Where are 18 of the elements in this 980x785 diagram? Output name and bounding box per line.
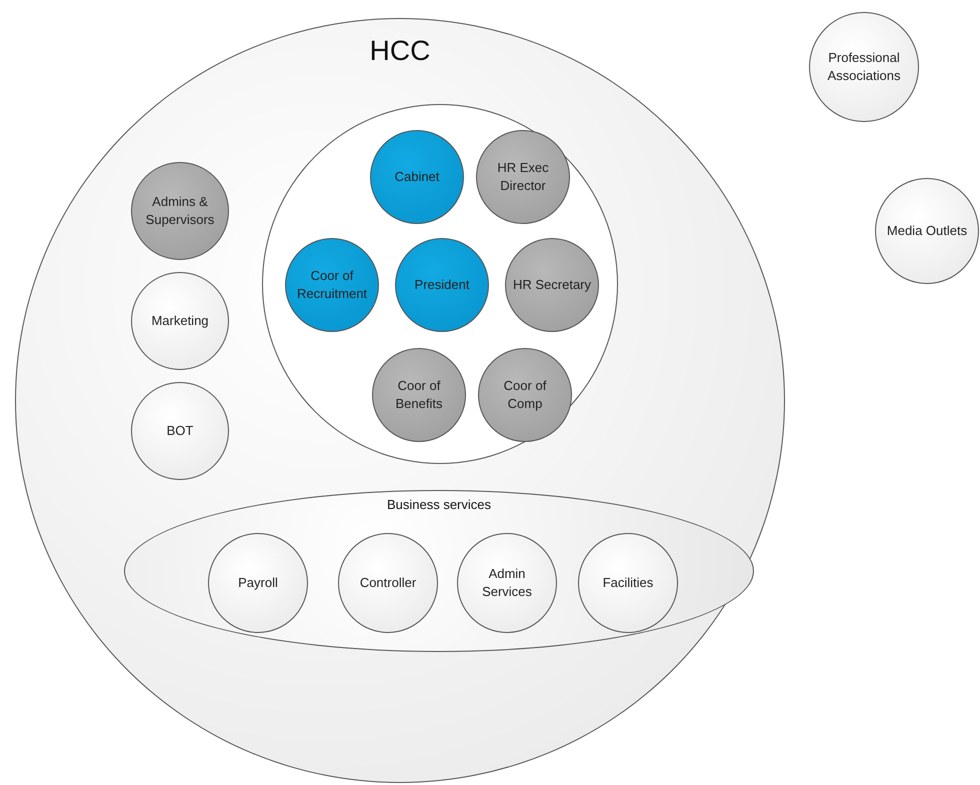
node-label: Controller (358, 574, 418, 592)
node-label: HR Exec Director (496, 159, 550, 195)
node-label: Professional Associations (826, 49, 902, 85)
node-label: Admins & Supervisors (144, 193, 216, 229)
node-label: President (414, 276, 470, 294)
node-label: Marketing (150, 312, 210, 330)
node-label: BOT (166, 422, 194, 440)
node-label: Coor of Benefits (394, 377, 444, 413)
group-title: HCC (368, 35, 432, 67)
node-label: Payroll (237, 574, 279, 592)
node-label: Coor of Comp (502, 377, 548, 413)
node-label: Admin Services (481, 565, 533, 601)
node-label: Cabinet (394, 168, 440, 186)
node-label: Media Outlets (886, 222, 968, 240)
node-label: HR Secretary (512, 276, 592, 294)
group-title: Business services (386, 497, 492, 512)
node-label: Coor of Recruitment (296, 267, 368, 303)
node-label: Facilities (602, 574, 654, 592)
